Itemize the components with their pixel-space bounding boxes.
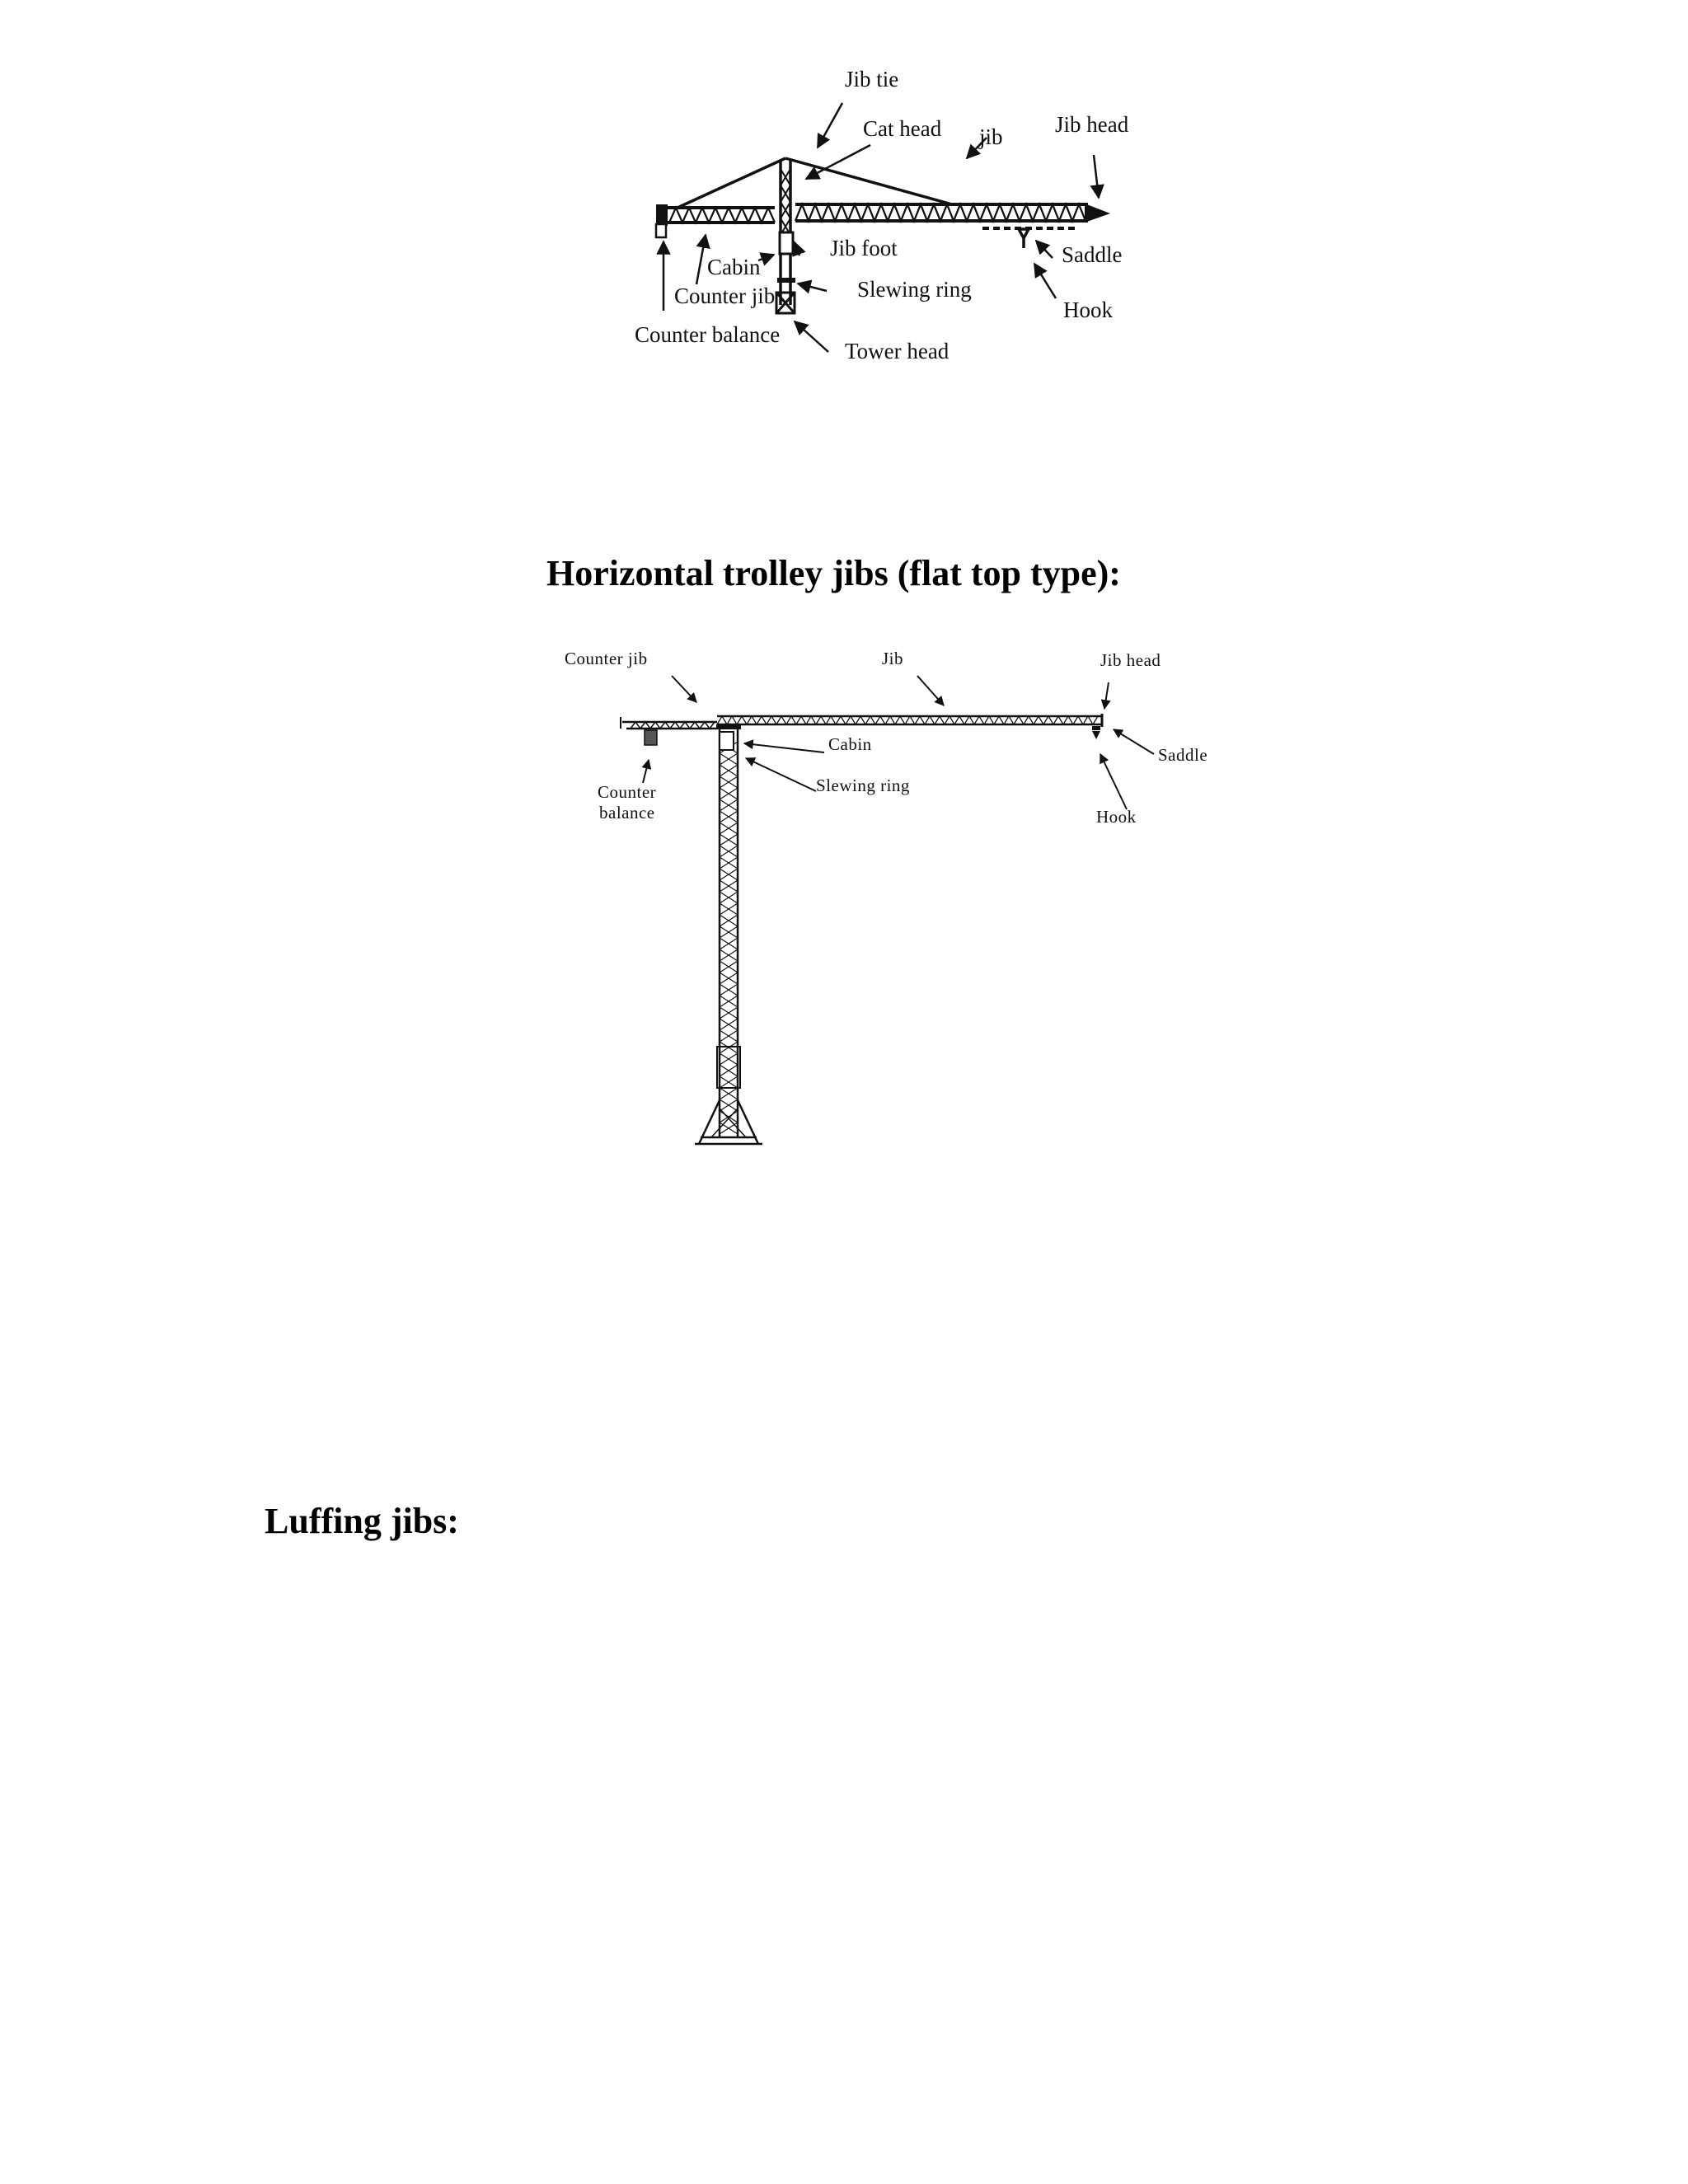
label-cabin: Cabin — [707, 255, 761, 279]
label-slewing-ring: Slewing ring — [816, 776, 910, 795]
slewing-ring-band — [777, 278, 795, 283]
label-cabin: Cabin — [828, 734, 872, 754]
label-saddle: Saddle — [1062, 242, 1123, 267]
main-jib-truss — [716, 715, 1102, 726]
label-jib-head: Jib head — [1100, 650, 1160, 670]
label-tower-head: Tower head — [845, 339, 950, 363]
label-counter-jib: Counter jib — [565, 649, 648, 668]
label-hook: Hook — [1096, 807, 1137, 827]
label-jib: Jib — [882, 649, 903, 668]
counter-jib-truss — [658, 205, 776, 225]
counter-balance-block — [656, 204, 668, 226]
counter-balance-block — [644, 729, 658, 746]
label-counter: Counter — [598, 782, 656, 802]
tower-mast — [716, 725, 741, 1137]
cabin-box — [719, 731, 734, 751]
label-counter-jib: Counter jib — [674, 284, 775, 308]
label-jib-head: Jib head — [1055, 112, 1129, 137]
label-balance: balance — [599, 803, 655, 823]
label-hook: Hook — [1063, 298, 1113, 322]
slewing-ring-band — [716, 724, 741, 729]
crane-diagram-hammerhead: Jib tie Cat head jib Jib head Cabin Jib … — [626, 54, 1137, 383]
crane-diagram-flat-top: Counter jib Jib Jib head Cabin Saddle Sl… — [548, 643, 1245, 1162]
hook-shape — [1016, 227, 1031, 248]
jib-tie-back — [785, 157, 953, 206]
section-heading-luffing: Luffing jibs: — [265, 1501, 459, 1541]
label-cat-head: Cat head — [863, 116, 942, 141]
label-slewing-ring: Slewing ring — [857, 277, 972, 302]
cabin-box — [778, 231, 795, 255]
saddle-trolley — [1092, 726, 1100, 730]
label-jib: jib — [978, 124, 1003, 149]
tower-base — [695, 1099, 762, 1146]
label-counter-balance: Counter balance — [635, 322, 780, 347]
label-jib-foot: Jib foot — [830, 236, 898, 260]
tower-head-block — [775, 291, 796, 315]
label-jib-tie: Jib tie — [845, 67, 898, 91]
jib-head-tip — [1085, 204, 1110, 223]
hook-shape — [1092, 731, 1100, 739]
label-saddle: Saddle — [1158, 745, 1207, 765]
jib-tie-front — [677, 157, 786, 209]
counter-jib-truss — [620, 717, 717, 730]
main-jib-truss — [794, 201, 1088, 224]
section-heading-flat-top: Horizontal trolley jibs (flat top type): — [546, 553, 1121, 593]
